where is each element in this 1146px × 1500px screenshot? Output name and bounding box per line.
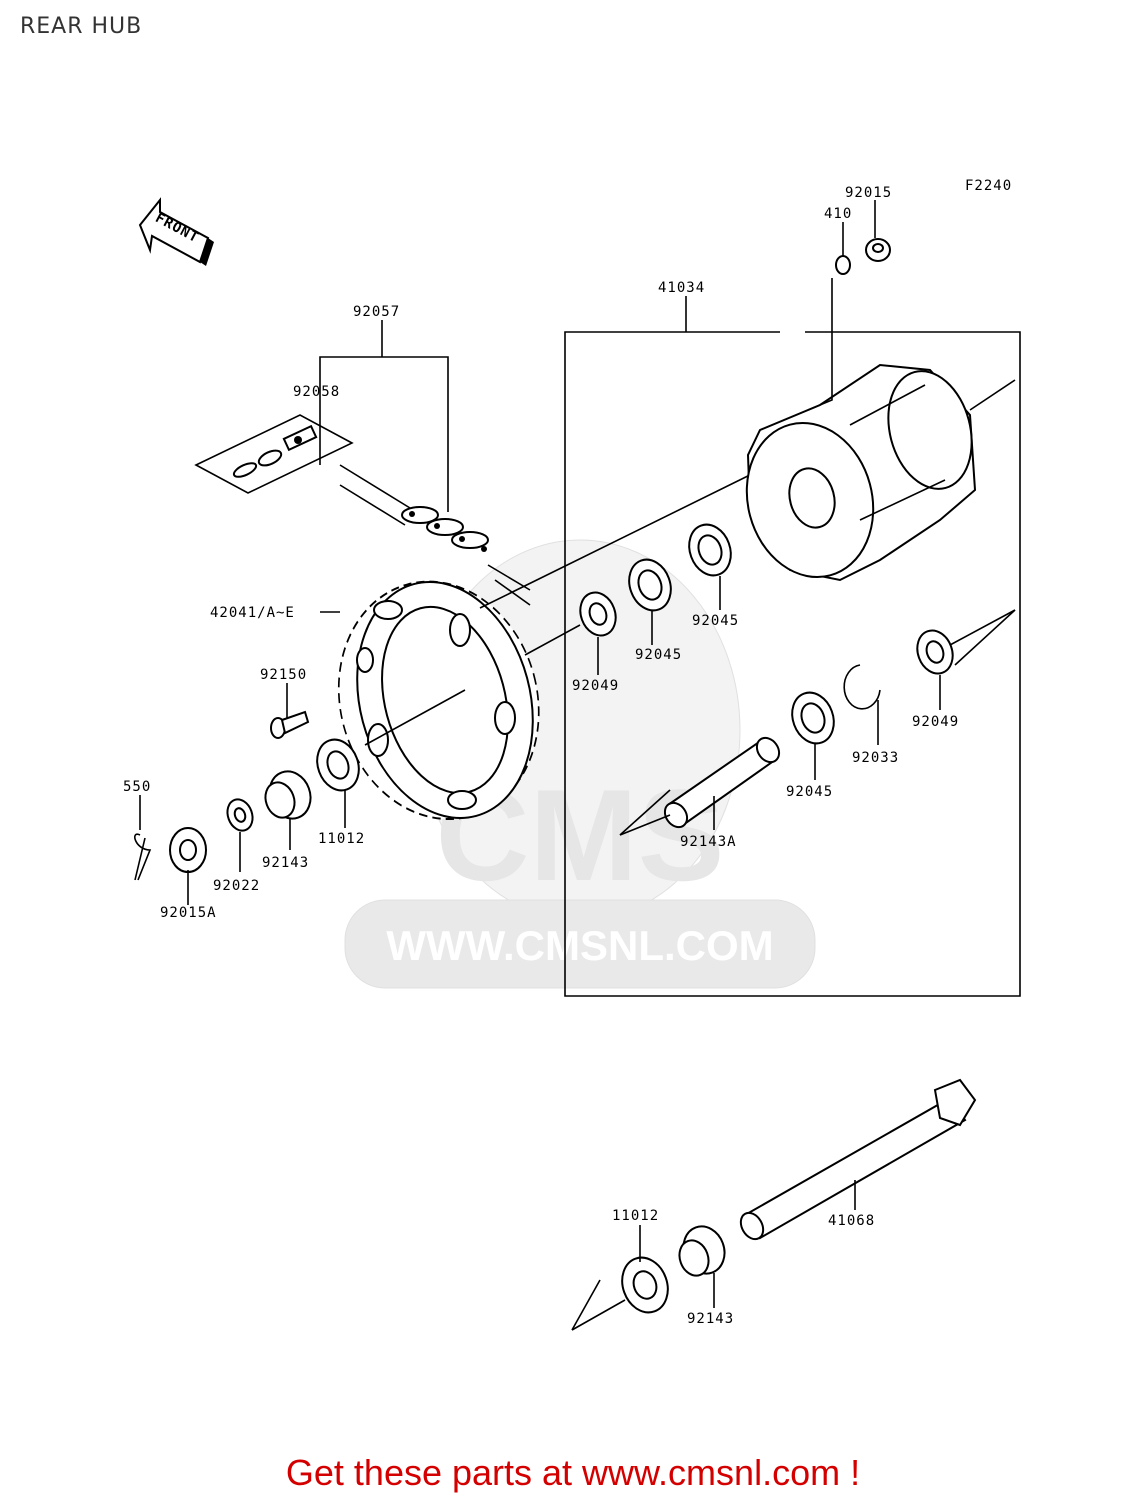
label-11012-left: 11012 <box>318 831 365 847</box>
label-92049-right: 92049 <box>912 714 959 730</box>
hub-group-box <box>564 331 1021 997</box>
watermark-url-text: WWW.CMSNL.COM <box>386 922 773 969</box>
label-92045-c: 92045 <box>786 784 833 800</box>
label-42041: 42041/A~E <box>210 605 295 621</box>
label-92022: 92022 <box>213 878 260 894</box>
label-41068: 41068 <box>828 1213 875 1229</box>
label-41034: 41034 <box>658 280 705 296</box>
footer-link[interactable]: Get these parts at www.cmsnl.com ! <box>285 1452 861 1493</box>
nut-92015-icon <box>865 238 891 262</box>
label-92015a: 92015A <box>160 905 217 921</box>
collar-bottom-icon <box>678 1225 726 1277</box>
seal-left-icon <box>579 591 617 637</box>
bearing-a-icon <box>628 558 672 612</box>
castle-nut-icon <box>169 827 207 873</box>
rear-hub-diagram: CMS WWW.CMSNL.COM FRONT F2240 <box>123 178 1021 1331</box>
label-92045-a: 92045 <box>635 647 682 663</box>
label-550: 550 <box>123 779 151 795</box>
axle-icon <box>739 1078 977 1241</box>
label-92150: 92150 <box>260 667 307 683</box>
seal-bottom-icon <box>621 1256 669 1314</box>
label-92049-left: 92049 <box>572 678 619 694</box>
label-92033: 92033 <box>852 750 899 766</box>
label-92143a: 92143A <box>680 834 737 850</box>
label-92058: 92058 <box>293 384 340 400</box>
sprocket-icon <box>337 580 540 821</box>
bearing-b-icon <box>688 523 732 577</box>
label-92143-bottom: 92143 <box>687 1311 734 1327</box>
label-92045-b: 92045 <box>692 613 739 629</box>
master-link-box <box>194 414 354 494</box>
cotter-pin-icon <box>134 833 152 881</box>
washer-410-icon <box>835 255 851 275</box>
label-92015: 92015 <box>845 185 892 201</box>
label-11012-bottom: 11012 <box>612 1208 659 1224</box>
label-92143-left: 92143 <box>262 855 309 871</box>
cms-watermark: CMS WWW.CMSNL.COM <box>344 539 816 989</box>
chain-icon <box>339 464 531 606</box>
bearing-c-icon <box>791 691 835 745</box>
figure-code: F2240 <box>965 178 1012 194</box>
seal-outer-left-icon <box>316 738 360 792</box>
label-410: 410 <box>824 206 852 222</box>
seal-right-icon <box>916 629 954 675</box>
hub-icon <box>745 363 1016 582</box>
bolt-icon <box>270 710 310 739</box>
page-title: REAR HUB <box>20 14 143 39</box>
washer-icon <box>226 798 254 832</box>
circlip-icon <box>843 664 881 710</box>
master-link-icon <box>232 424 318 478</box>
label-92057: 92057 <box>353 304 400 320</box>
front-arrow-icon: FRONT <box>138 197 214 266</box>
collar-left-icon <box>264 770 312 820</box>
spacer-icon <box>619 736 781 836</box>
